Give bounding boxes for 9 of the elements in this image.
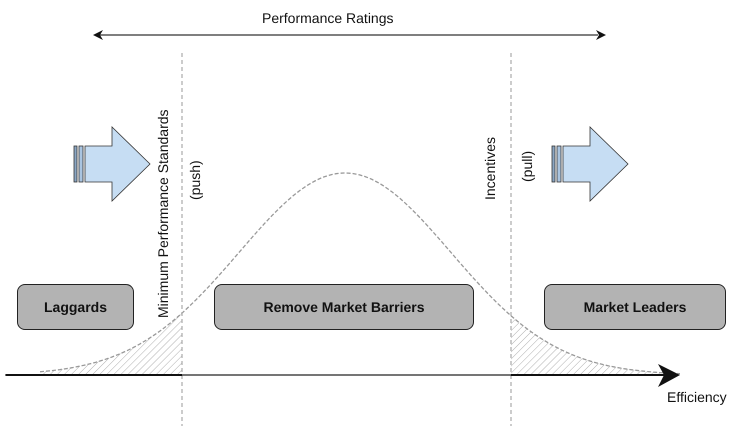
category-box: Laggards — [17, 284, 134, 330]
axis-label: Performance Ratings — [262, 10, 394, 26]
category-box: Remove Market Barriers — [214, 284, 474, 330]
vertical-label: Minimum Performance Standards — [155, 109, 171, 318]
vertical-label: (pull) — [519, 150, 535, 182]
vertical-label: (push) — [187, 160, 203, 200]
vertical-label: Incentives — [482, 136, 498, 200]
category-box: Market Leaders — [544, 284, 726, 330]
axis-label: Efficiency — [667, 389, 727, 405]
